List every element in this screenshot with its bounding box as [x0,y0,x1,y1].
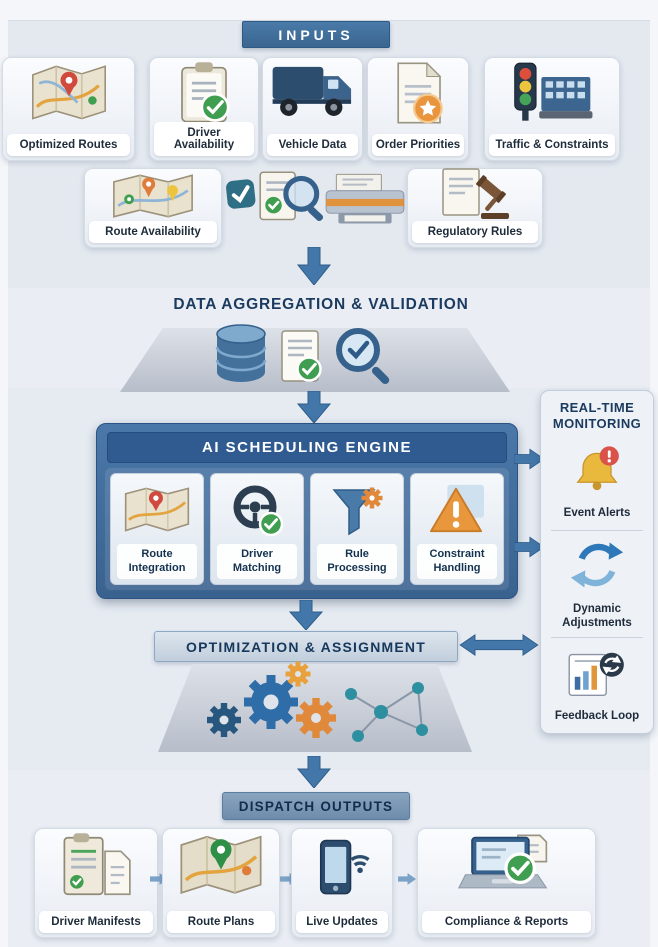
input-card-route-availability: Route Availability [84,168,222,248]
truck-icon [263,60,362,120]
engine-module-driver-matching: Driver Matching [210,473,304,585]
module-label: Rule Processing [317,544,397,579]
flow-arrow-optimization-to-dispatch [296,756,332,788]
monitoring-label: Dynamic Adjustments [562,602,632,630]
flow-arrow-optimization-monitoring [458,633,540,657]
input-card-vehicle-data: Vehicle Data [262,57,363,161]
module-label: Route Integration [117,544,197,579]
flow-arrow-engine-to-optimization [288,600,324,630]
monitoring-label: Feedback Loop [554,709,640,722]
gears-network-illustration [186,654,442,759]
module-label: Constraint Handling [417,544,497,579]
feedback-chart-icon [567,649,627,704]
traffic-light-icon [485,60,619,126]
mini-arrow-outputs-3 [398,872,416,886]
input-label: Vehicle Data [267,134,358,156]
engine-module-constraint-handling: Constraint Handling [410,473,504,585]
refresh-arrows-icon [570,538,624,597]
dispatch-header: DISPATCH OUTPUTS [222,792,410,820]
input-label: Optimized Routes [7,134,130,156]
input-label: Regulatory Rules [412,221,538,243]
ai-scheduling-engine-box: AI SCHEDULING ENGINE Route Integration [96,423,518,599]
monitoring-panel: REAL-TIME MONITORING Event Alerts [540,390,654,734]
input-card-optimized-routes: Optimized Routes [2,57,135,161]
inputs-header: INPUTS [242,21,390,48]
map-route-icon [3,60,134,126]
output-label: Live Updates [296,911,388,933]
alert-bell-icon [569,444,625,501]
output-label: Route Plans [167,911,275,933]
input-label: Order Priorities [372,134,464,156]
route-plan-map-icon [163,831,279,901]
clipboard-check-icon [150,60,258,126]
phone-wifi-icon [292,831,392,901]
printer-icon [320,170,410,237]
output-label: Driver Manifests [39,911,153,933]
warning-triangle-icon [428,479,486,541]
flow-arrow-aggregation-to-engine [296,391,332,423]
engine-modules: Route Integration Driver Matching [105,468,509,590]
monitoring-item-feedback-loop: Feedback Loop [541,638,653,733]
panel-divider [551,637,643,639]
validation-checklist-icon [276,328,328,391]
panel-divider [551,529,643,531]
module-label: Driver Matching [217,544,297,579]
flow-arrow-engine-to-monitoring-2 [514,535,544,559]
monitoring-title: REAL-TIME MONITORING [552,400,642,431]
input-card-traffic-constraints: Traffic & Constraints [484,57,620,161]
flow-arrow-inputs-to-aggregation [296,247,332,285]
database-icon [212,322,270,391]
output-card-live-updates: Live Updates [291,828,393,938]
route-map-icon [121,479,193,541]
output-card-compliance-reports: Compliance & Reports [417,828,596,938]
inspection-magnifier-icon [254,168,328,237]
monitoring-label: Event Alerts [563,507,631,520]
engine-module-route-integration: Route Integration [110,473,204,585]
engine-header: AI SCHEDULING ENGINE [107,432,507,463]
map-pins-icon [85,171,221,221]
manifest-clipboard-icon [35,831,157,901]
input-card-regulatory-rules: Regulatory Rules [407,168,543,248]
document-star-icon [368,60,468,126]
input-label: Route Availability [89,221,217,243]
monitoring-item-event-alerts: Event Alerts [541,435,653,530]
magnifier-check-icon [330,322,396,393]
aggregation-title: DATA AGGREGATION & VALIDATION [173,296,469,313]
engine-module-rule-processing: Rule Processing [310,473,404,585]
input-card-driver-availability: Driver Availability [149,57,259,161]
steering-wheel-check-icon [228,479,286,541]
gavel-document-icon [408,165,542,223]
input-label: Traffic & Constraints [489,134,615,156]
monitoring-item-dynamic-adjustments: Dynamic Adjustments [541,531,653,638]
input-label: Driver Availability [154,122,254,156]
check-square-icon [223,176,259,216]
flow-arrow-engine-to-monitoring-1 [514,447,544,471]
laptop-check-icon [418,831,595,901]
funnel-gear-icon [328,479,386,541]
optimization-header: OPTIMIZATION & ASSIGNMENT [154,631,458,662]
output-card-driver-manifests: Driver Manifests [34,828,158,938]
output-card-route-plans: Route Plans [162,828,280,938]
input-card-order-priorities: Order Priorities [367,57,469,161]
output-label: Compliance & Reports [422,911,591,933]
